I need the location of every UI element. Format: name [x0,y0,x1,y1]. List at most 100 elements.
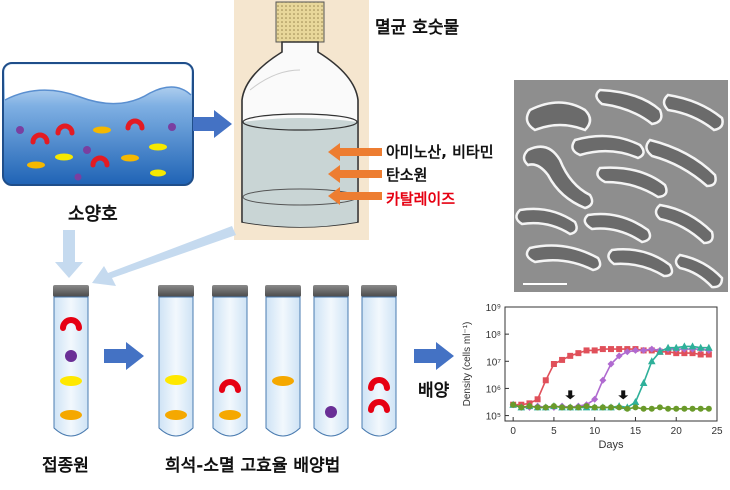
arrow-marker [618,390,629,400]
arrow-diagonal-icon [92,226,236,286]
method-label: 희석-소멸 고효율 배양법 [165,456,341,476]
data-point [575,404,582,411]
series-layer [509,342,713,412]
data-point [583,347,590,354]
nutrient-catalase-label: 카탈레이즈 [386,190,456,208]
data-point [550,403,557,410]
data-point [616,346,623,353]
data-point [599,404,606,411]
data-point [632,404,639,411]
data-point [697,405,704,412]
arrow-right-icon [104,342,144,370]
dilution-tubes [158,285,397,437]
nutrient-arrows [328,143,382,205]
data-point [656,347,664,355]
x-tick-label: 5 [551,426,557,437]
data-point [607,360,615,368]
chart-ylabel: Density (cells ml⁻¹) [462,322,473,407]
data-point [542,404,549,411]
y-tick-label: 10⁸ [486,330,501,341]
data-point [648,405,655,412]
data-point [656,404,663,411]
flask-icon [234,0,369,240]
arrow-right-icon [414,342,454,370]
x-ticks: 0 5 10 15 20 25 [510,417,723,437]
data-point [534,396,541,403]
data-point [672,343,681,351]
data-point [696,343,705,351]
arrow-markers [565,390,629,400]
culture-label: 배양 [418,381,450,401]
data-point [689,350,696,357]
data-point [526,403,533,410]
data-point [534,404,541,411]
data-point [697,351,704,358]
data-point [681,405,688,412]
data-point [608,404,614,411]
data-point [640,346,648,354]
data-point [518,404,525,411]
y-ticks: 10⁵ 10⁶ 10⁷ 10⁸ 10⁹ [486,303,509,423]
data-point [510,401,517,408]
data-point [664,343,672,351]
lake-label: 소양호 [68,204,118,225]
data-point [673,405,680,412]
data-point [631,398,640,405]
data-point [550,361,557,367]
data-point [689,405,696,412]
data-point [567,352,574,359]
data-point [680,342,689,350]
data-point [599,376,607,384]
data-point [705,343,713,351]
data-point [599,346,606,353]
data-point [673,350,680,357]
data-point [624,405,631,412]
nutrient-carbon-label: 탄소원 [386,166,428,184]
data-point [665,405,672,412]
x-tick-label: 10 [589,426,601,437]
inoculum-label: 접종원 [42,456,89,476]
data-point [647,357,656,365]
data-point [615,352,623,360]
bacteria-micrograph [514,80,728,292]
growth-chart: 10⁵ 10⁶ 10⁷ 10⁸ 10⁹ 0 5 10 15 20 25 Days Density … [462,303,723,451]
culture-tube-icon [53,285,89,437]
data-point [542,377,549,384]
y-tick-label: 10⁷ [486,357,501,368]
data-point [608,346,614,353]
data-point [639,379,648,386]
data-point [648,345,656,353]
data-point [623,348,631,356]
data-point [705,405,712,412]
y-tick-label: 10⁶ [486,384,501,395]
data-point [616,404,623,411]
arrow-right-icon [193,110,232,138]
data-point [575,350,582,357]
x-tick-label: 25 [711,426,723,437]
data-point [681,350,688,357]
series-circle [510,401,712,412]
x-tick-label: 0 [510,426,516,437]
lake-icon [2,62,194,186]
x-tick-label: 20 [671,426,683,437]
arrow-down-icon [55,230,83,278]
data-point [631,346,639,354]
data-point [567,404,574,411]
data-point [591,404,598,411]
medium-label: 멸균 호숫물 [375,18,460,38]
chart-xlabel: Days [598,439,624,451]
arrow-marker [565,390,576,400]
data-point [559,356,566,363]
x-tick-label: 15 [630,426,642,437]
data-point [688,342,697,350]
data-point [591,347,598,354]
data-point [591,395,599,403]
data-point [705,351,712,358]
y-tick-label: 10⁵ [486,412,501,423]
data-point [559,404,566,411]
data-point [640,405,647,412]
y-tick-label: 10⁹ [486,303,501,314]
data-point [583,403,590,410]
nutrient-amino-label: 아미노산, 비타민 [386,143,494,161]
